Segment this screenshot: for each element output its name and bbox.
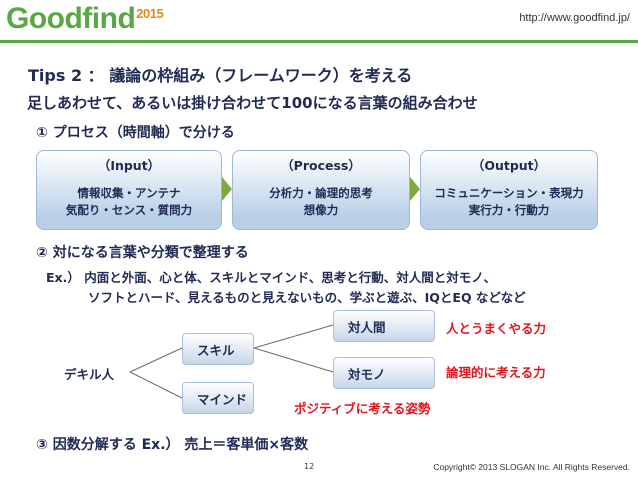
tree-node-mind: マインド <box>182 382 254 414</box>
copyright-text: Copyright© 2013 SLOGAN Inc. All Rights R… <box>433 462 630 472</box>
tree-node-objects: 対モノ <box>333 357 435 389</box>
process-box-input <box>36 150 222 230</box>
header-divider <box>0 40 638 43</box>
slide-title: Tips 2 ： 議論の枠組み（フレームワーク）を考える <box>28 66 413 85</box>
goodfind-logo: Goodfind2015 <box>6 2 164 36</box>
tree-root-label: デキル人 <box>64 367 115 382</box>
process-box-output <box>420 150 598 230</box>
section3-heading: ③ 因数分解する Ex.） 売上＝客単価×客数 <box>36 437 309 453</box>
step-process-desc-1: 分析力・論理的思考 <box>269 186 373 200</box>
section1-heading: ① プロセス（時間軸）で分ける <box>36 125 235 141</box>
tree-note-mind: ポジティブに考える姿勢 <box>294 401 431 416</box>
example-text-line2: ソフトとハード、見えるものと見えないもの、学ぶと遊ぶ、IQとEQ などなど <box>88 290 526 305</box>
section2-heading: ② 対になる言葉や分類で整理する <box>36 245 249 261</box>
slide-subtitle: 足しあわせて、あるいは掛け合わせて100になる言葉の組み合わせ <box>27 94 478 112</box>
tree-note-interpersonal: 人とうまくやる力 <box>446 321 547 336</box>
page-number: 12 <box>304 462 315 471</box>
step-input-desc-2: 気配り・センス・質問力 <box>65 203 193 217</box>
arrow-right-icon <box>410 177 420 201</box>
step-output-desc-1: コミュニケーション・表現力 <box>434 186 584 200</box>
step-output-label: （Output） <box>471 158 547 173</box>
process-box-process <box>232 150 410 230</box>
step-input-label: （Input） <box>97 158 161 173</box>
example-text-line1: Ex.） 内面と外面、心と体、スキルとマインド、思考と行動、対人間と対モノ、 <box>46 270 496 285</box>
step-process-label: （Process） <box>281 158 361 173</box>
step-output-desc-2: 実行力・行動力 <box>468 203 550 217</box>
tree-node-interpersonal: 対人間 <box>333 310 435 342</box>
step-input-desc-1: 情報収集・アンテナ <box>77 186 181 200</box>
logo-text: Goodfind <box>6 2 136 35</box>
tree-node-skill: スキル <box>182 333 254 365</box>
tree-note-objects: 論理的に考える力 <box>446 365 546 380</box>
step-process-desc-2: 想像力 <box>303 203 339 217</box>
header-url: http://www.goodfind.jp/ <box>519 12 630 24</box>
arrow-right-icon <box>222 177 232 201</box>
logo-year: 2015 <box>136 6 164 21</box>
